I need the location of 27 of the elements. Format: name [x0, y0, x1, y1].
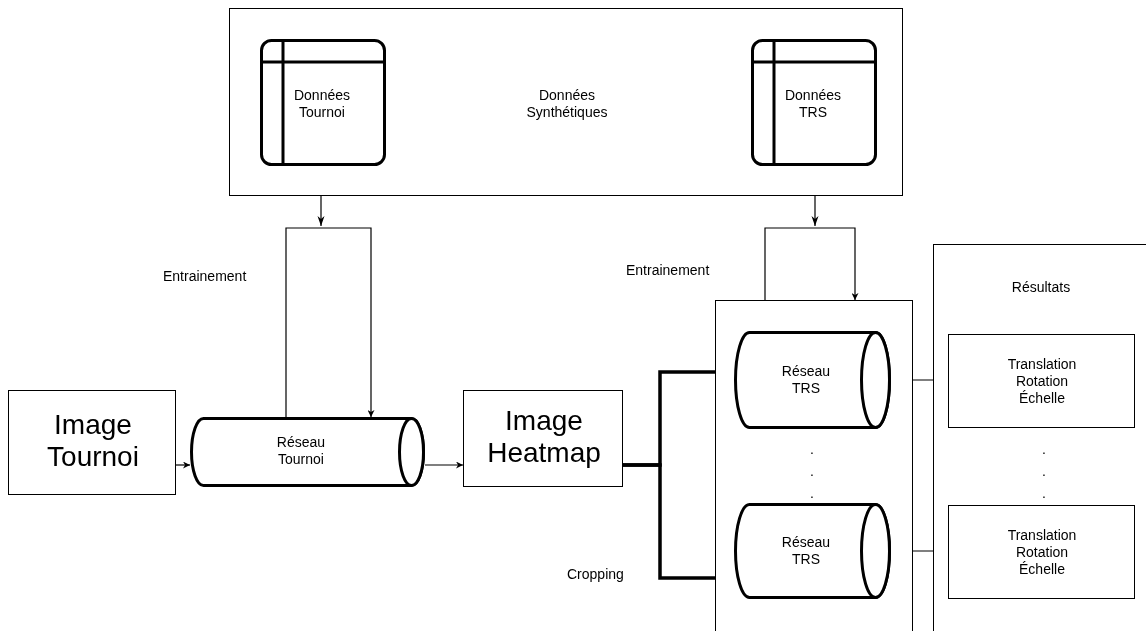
- process-box: [715, 300, 913, 631]
- ellipsis-dot: .: [1042, 441, 1046, 458]
- ellipsis-dot: .: [810, 485, 814, 502]
- node-label: Réseau TRS: [780, 363, 832, 397]
- data-store-shape: [751, 39, 877, 166]
- node-label: Image Heatmap: [486, 405, 602, 469]
- node-label: Données Synthétiques: [525, 87, 609, 121]
- ellipsis-dot: .: [810, 441, 814, 458]
- node-label: Réseau TRS: [780, 534, 832, 568]
- process-box: [463, 390, 623, 487]
- ellipsis-dot: .: [1042, 463, 1046, 480]
- ellipsis-dot: .: [810, 463, 814, 480]
- process-box: [933, 244, 1146, 631]
- node-label: Translation Rotation Échelle: [1006, 356, 1078, 407]
- process-box: [948, 505, 1135, 599]
- node-label: Résultats: [1010, 279, 1072, 296]
- group-frame: [229, 8, 903, 196]
- process-box: [8, 390, 176, 495]
- process-box: [948, 334, 1135, 428]
- ellipsis-dot: .: [1042, 485, 1046, 502]
- node-label: Réseau Tournoi: [275, 434, 327, 468]
- node-label: Translation Rotation Échelle: [1006, 527, 1078, 578]
- node-label: Données Tournoi: [292, 87, 351, 121]
- edge-label: Cropping: [567, 566, 624, 583]
- node-label: Données TRS: [783, 87, 842, 121]
- node-label: Image Tournoi: [46, 409, 140, 473]
- data-store-shape: [260, 39, 386, 166]
